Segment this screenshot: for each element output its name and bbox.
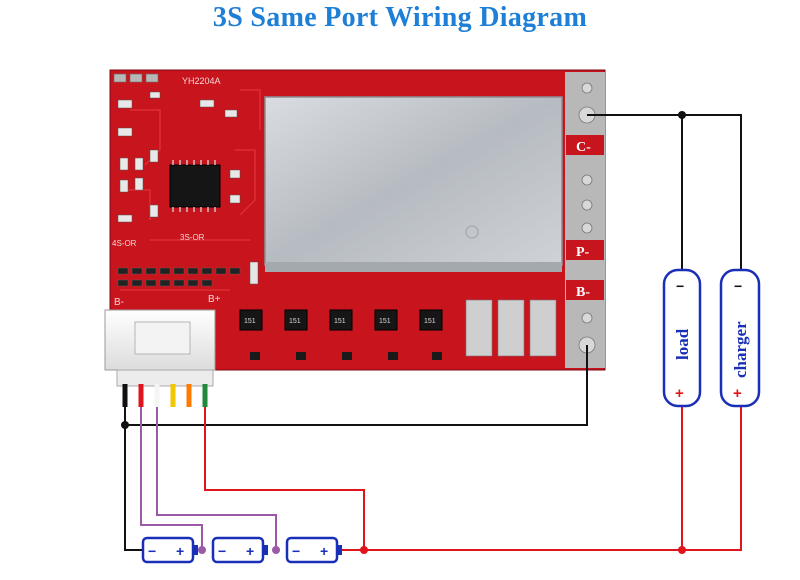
cell-2-negative: − bbox=[218, 543, 226, 559]
wire-balance-positive bbox=[204, 407, 365, 550]
bms-ic-chip bbox=[169, 160, 221, 212]
top-pads bbox=[113, 73, 159, 83]
svg-text:151: 151 bbox=[244, 318, 256, 325]
mark-4s: 4S-OR bbox=[112, 239, 137, 248]
load-device: − load + bbox=[662, 268, 702, 408]
wire-cells-positive-bus bbox=[340, 403, 742, 551]
mosfet: 151 bbox=[284, 309, 308, 331]
port-c-minus: C- bbox=[576, 140, 591, 155]
svg-text:151: 151 bbox=[334, 318, 346, 325]
battery-cell-1: − + bbox=[141, 536, 198, 564]
svg-text:151: 151 bbox=[424, 318, 436, 325]
battery-cell-3: − + bbox=[285, 536, 342, 564]
pcb-traces bbox=[120, 89, 261, 291]
wire-b-minus-to-balance bbox=[125, 345, 588, 426]
bms-board: YH2204A bbox=[109, 69, 606, 371]
charger-label: charger bbox=[731, 321, 750, 378]
wire-balance-3 bbox=[156, 407, 277, 550]
svg-text:151: 151 bbox=[289, 318, 301, 325]
balance-connector bbox=[104, 309, 216, 387]
diode bbox=[249, 261, 259, 285]
mosfet: 151 bbox=[374, 309, 398, 331]
charger-device: − charger + bbox=[719, 268, 761, 408]
wire-balance-2 bbox=[140, 407, 203, 550]
mosfet-row: 151 151 151 151 151 bbox=[239, 309, 443, 360]
charger-negative-sign: − bbox=[734, 278, 742, 294]
shield-can bbox=[264, 96, 563, 272]
cell-1-positive: + bbox=[176, 543, 184, 559]
junction-dots bbox=[121, 111, 686, 554]
mosfet: 151 bbox=[419, 309, 443, 331]
smd-components bbox=[117, 91, 241, 223]
wires bbox=[124, 114, 742, 551]
balance-wire-stubs bbox=[122, 384, 208, 407]
resistor-row bbox=[117, 267, 241, 287]
board-model: YH2204A bbox=[182, 76, 221, 86]
label-b-minus-left: B- bbox=[114, 297, 124, 308]
cell-3-negative: − bbox=[292, 543, 300, 559]
load-positive-sign: + bbox=[675, 385, 684, 402]
mosfet: 151 bbox=[329, 309, 353, 331]
diagram-title: 3S Same Port Wiring Diagram bbox=[212, 2, 588, 33]
mosfet: 151 bbox=[239, 309, 263, 331]
wire-c-minus-to-load-charger bbox=[587, 114, 742, 277]
svg-text:151: 151 bbox=[379, 318, 391, 325]
wire-balance-b-minus-to-cell1 bbox=[124, 407, 143, 551]
charger-positive-sign: + bbox=[733, 385, 742, 402]
port-b-minus: B- bbox=[576, 285, 590, 300]
mark-3s: 3S-OR bbox=[180, 233, 205, 242]
terminal-strip: C- P- B- bbox=[565, 72, 605, 368]
cell-2-positive: + bbox=[246, 543, 254, 559]
shunt-resistors bbox=[465, 299, 557, 357]
cell-1-negative: − bbox=[148, 543, 156, 559]
load-negative-sign: − bbox=[676, 278, 684, 294]
battery-cell-2: − + bbox=[211, 536, 268, 564]
port-p-minus: P- bbox=[576, 245, 590, 260]
load-label: load bbox=[673, 328, 692, 360]
cell-3-positive: + bbox=[320, 543, 328, 559]
label-b-plus-left: B+ bbox=[208, 294, 221, 305]
